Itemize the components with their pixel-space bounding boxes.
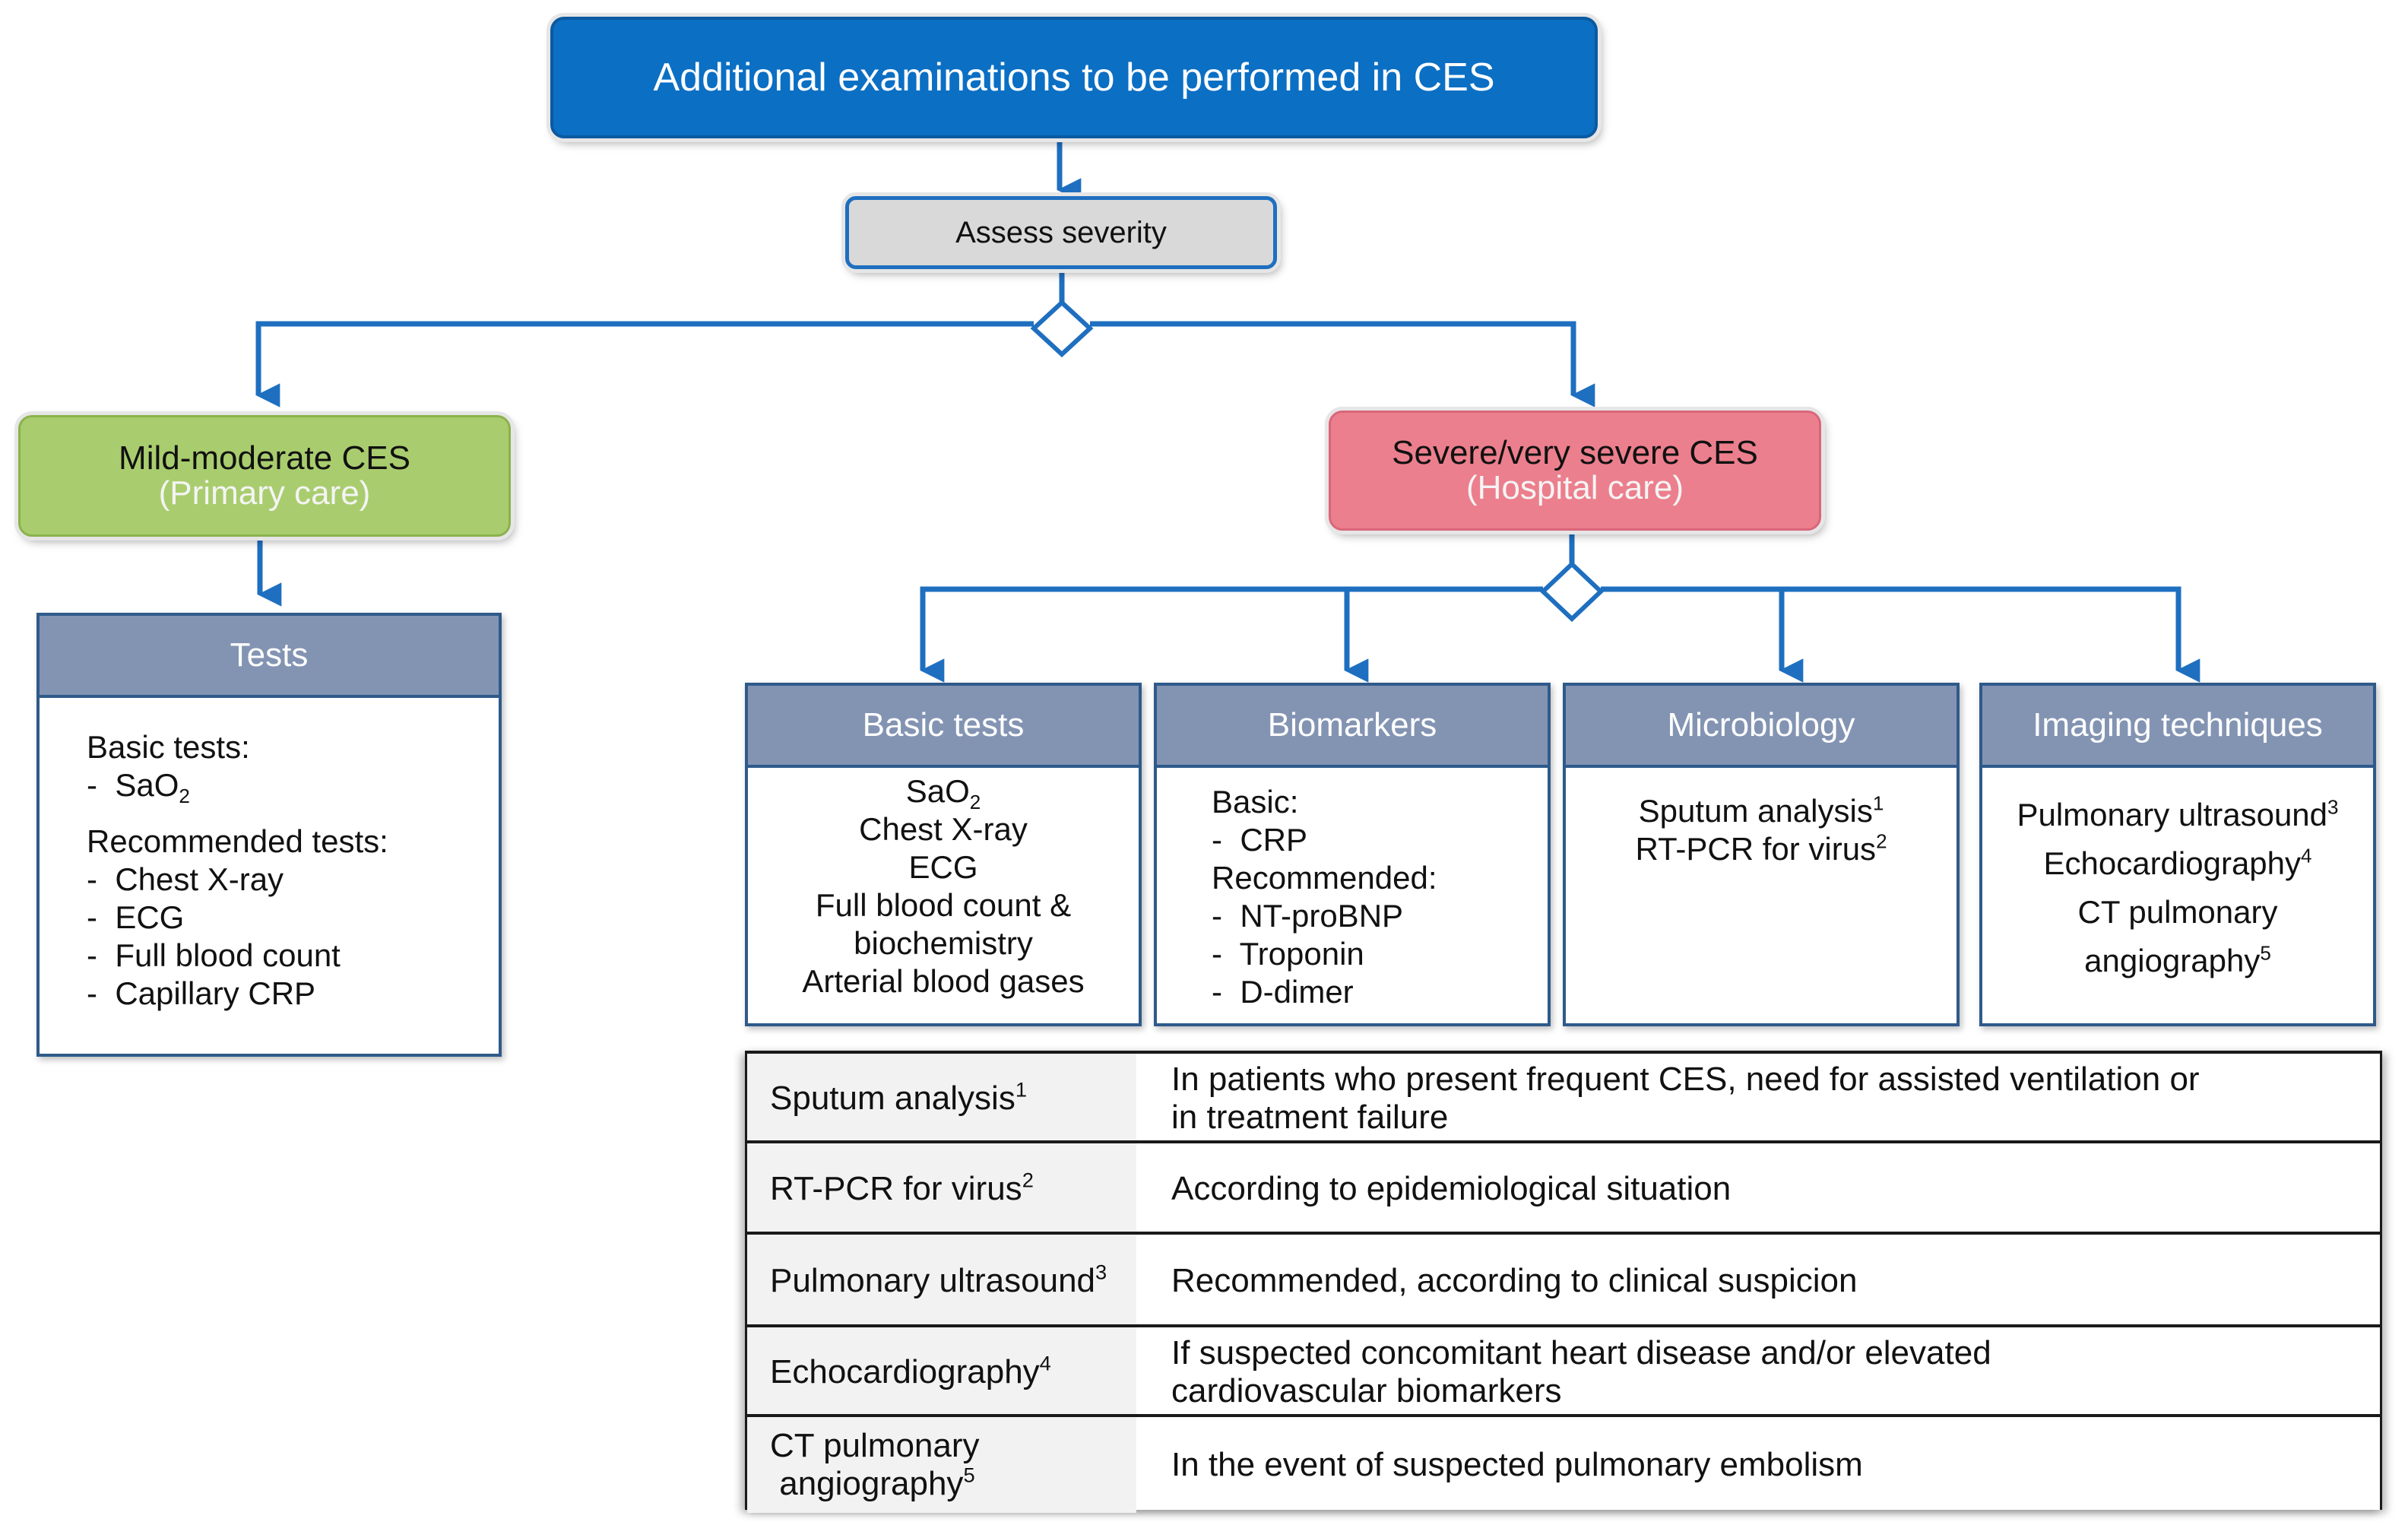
notes-label: CT pulmonary angiography5 — [747, 1417, 1136, 1513]
recommended-tests-label: Recommended tests: — [87, 823, 388, 859]
basic-tests-header: Basic tests — [748, 686, 1139, 768]
title-box: Additional examinations to be performed … — [550, 17, 1598, 138]
notes-label: RT-PCR for virus2 — [747, 1143, 1136, 1235]
recommended-test-item: - Full blood count — [87, 937, 341, 973]
basic-test-item: SaO2 — [905, 773, 981, 814]
recommended-test-item: - Capillary CRP — [87, 975, 316, 1011]
notes-row: RT-PCR for virus2 According to epidemiol… — [747, 1140, 2380, 1235]
branch-to-mild — [255, 321, 1034, 407]
imaging-item: Echocardiography4 — [2043, 844, 2312, 881]
biomarkers-body: Basic: - CRP Recommended: - NT-proBNP - … — [1157, 768, 1548, 1011]
notes-row: CT pulmonary angiography5 In the event o… — [747, 1414, 2380, 1513]
notes-text: If suspected concomitant heart disease a… — [1171, 1334, 1991, 1409]
notes-row: Echocardiography4 If suspected concomita… — [747, 1324, 2380, 1417]
mild-title: Mild-moderate CES — [119, 439, 410, 477]
basic-test-item: Full blood count & — [815, 887, 1072, 923]
title-text: Additional examinations to be performed … — [653, 55, 1495, 100]
mild-moderate-box: Mild-moderate CES (Primary care) — [18, 415, 511, 537]
imaging-item: Pulmonary ultrasound3 — [2017, 795, 2339, 832]
recommended-test-item: - ECG — [87, 899, 185, 935]
notes-table: Sputum analysis1 In patients who present… — [745, 1051, 2382, 1513]
biomarkers-basic-label: Basic: — [1212, 784, 1299, 820]
basic-test-item: Chest X-ray — [859, 811, 1028, 847]
imaging-body: Pulmonary ultrasound3 Echocardiography4 … — [1982, 768, 2373, 985]
basic-test-item: Arterial blood gases — [802, 963, 1085, 999]
imaging-item: angiography5 — [2084, 941, 2271, 978]
notes-text: In the event of suspected pulmonary embo… — [1171, 1446, 1863, 1483]
recommended-test-item: - Chest X-ray — [87, 861, 284, 897]
basic-tests-panel: Basic tests SaO2 Chest X-ray ECG Full bl… — [745, 683, 1142, 1026]
microbiology-body: Sputum analysis1 RT-PCR for virus2 — [1566, 768, 1956, 868]
mild-subtitle: (Primary care) — [158, 474, 371, 512]
basic-test-item: - SaO2 — [87, 767, 190, 808]
microbiology-item: RT-PCR for virus2 — [1635, 829, 1887, 867]
decision-diamond-severity — [1030, 299, 1094, 358]
imaging-item: CT pulmonary — [2077, 894, 2278, 930]
imaging-header: Imaging techniques — [1982, 686, 2373, 768]
notes-label: Sputum analysis1 — [747, 1054, 1136, 1143]
severe-title: Severe/very severe CES — [1392, 433, 1758, 471]
basic-test-item: biochemistry — [854, 925, 1033, 961]
microbiology-header: Microbiology — [1566, 686, 1956, 768]
basic-tests-body: SaO2 Chest X-ray ECG Full blood count & … — [748, 768, 1139, 1000]
biomarker-item: - D-dimer — [1212, 974, 1354, 1010]
notes-row: Pulmonary ultrasound3 Recommended, accor… — [747, 1232, 2380, 1327]
tests-panel: Tests Basic tests: - SaO2 Recommended te… — [36, 613, 502, 1057]
basic-tests-label: Basic tests: — [87, 729, 250, 765]
assess-severity-box: Assess severity — [845, 196, 1277, 269]
notes-label: Pulmonary ultrasound3 — [747, 1235, 1136, 1327]
severe-box: Severe/very severe CES (Hospital care) — [1329, 411, 1821, 531]
notes-label: Echocardiography4 — [747, 1327, 1136, 1417]
biomarker-item: - Troponin — [1212, 936, 1364, 972]
notes-row: Sputum analysis1 In patients who present… — [747, 1051, 2380, 1143]
biomarker-item: - CRP — [1212, 822, 1308, 858]
decision-diamond-hospital — [1539, 560, 1605, 623]
tests-body: Basic tests: - SaO2 Recommended tests: -… — [40, 698, 499, 1013]
biomarkers-header: Biomarkers — [1157, 686, 1548, 768]
notes-text: Recommended, according to clinical suspi… — [1171, 1262, 1858, 1299]
basic-test-item: ECG — [908, 849, 978, 885]
tests-header: Tests — [40, 616, 499, 698]
imaging-panel: Imaging techniques Pulmonary ultrasound3… — [1979, 683, 2376, 1026]
severe-subtitle: (Hospital care) — [1465, 469, 1684, 506]
branch-to-severe — [1090, 321, 1595, 407]
biomarkers-recommended-label: Recommended: — [1212, 860, 1437, 896]
biomarker-item: - NT-proBNP — [1212, 898, 1404, 934]
notes-text: In patients who present frequent CES, ne… — [1171, 1061, 2200, 1136]
microbiology-panel: Microbiology Sputum analysis1 RT-PCR for… — [1563, 683, 1960, 1026]
notes-text: According to epidemiological situation — [1171, 1170, 1732, 1207]
microbiology-item: Sputum analysis1 — [1638, 791, 1884, 829]
assess-severity-text: Assess severity — [955, 215, 1167, 249]
biomarkers-panel: Biomarkers Basic: - CRP Recommended: - N… — [1154, 683, 1551, 1026]
